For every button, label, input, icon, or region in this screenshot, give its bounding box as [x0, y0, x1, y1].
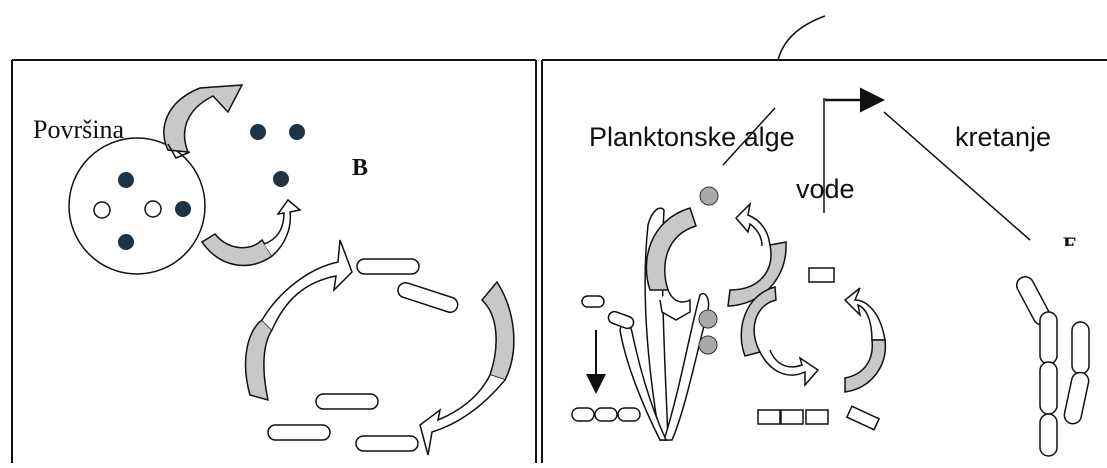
filament-chain	[1014, 274, 1090, 456]
water-label: vode	[796, 174, 855, 205]
overlay-lines	[723, 98, 1030, 240]
plankton-label: Planktonske alge	[589, 122, 795, 153]
cycle-arrows-right	[646, 204, 885, 392]
f-label: F	[1063, 232, 1076, 246]
top-curve	[778, 16, 825, 60]
adsorption-arrow-upper	[164, 85, 242, 158]
small-rects-right	[758, 268, 879, 430]
b-label: B	[352, 155, 368, 182]
movement-label: kretanje	[955, 122, 1051, 153]
adsorption-arrow-lower	[202, 200, 300, 265]
surface-label: Površina	[33, 115, 124, 145]
